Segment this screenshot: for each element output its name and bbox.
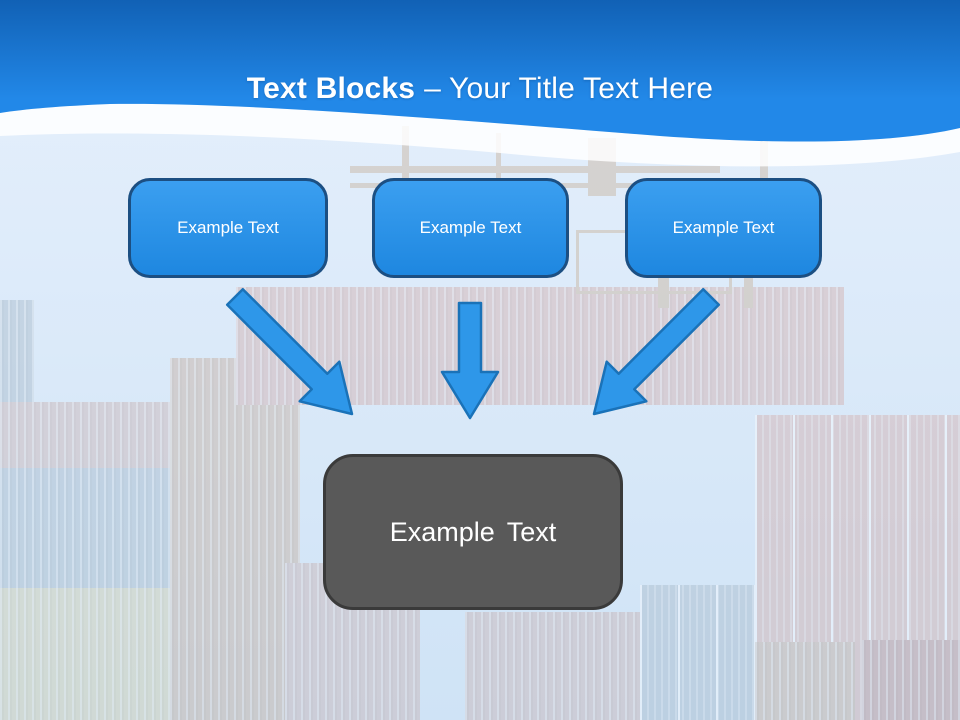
header-wave: [0, 0, 960, 167]
text-block-1[interactable]: Example Text: [128, 178, 328, 278]
container-stack: [755, 415, 960, 720]
slide-title-remainder: – Your Title Text Here: [424, 72, 714, 106]
result-block-label: Example Text: [389, 516, 557, 547]
container-stack: [0, 300, 34, 590]
text-block-3[interactable]: Example Text: [625, 178, 822, 278]
text-block-2[interactable]: Example Text: [372, 178, 569, 278]
result-block[interactable]: Example Text: [323, 454, 623, 610]
crane-beam: [350, 166, 720, 173]
container-stack: [862, 640, 960, 720]
slide-title-highlight: Text Blocks: [246, 72, 416, 106]
container-stack: [640, 585, 756, 720]
slide-title: Text Blocks– Your Title Text Here: [0, 72, 960, 106]
container-stack: [465, 612, 660, 720]
text-block-2-label: Example Text: [419, 218, 522, 237]
container-stack: [170, 358, 300, 720]
text-block-3-label: Example Text: [672, 218, 775, 237]
container-stack: [755, 642, 855, 720]
text-block-1-label: Example Text: [177, 218, 279, 237]
header-blue-shape: [0, 0, 960, 142]
container-stack: [0, 588, 175, 720]
header-white-swoosh: [0, 103, 960, 167]
container-stack: [0, 468, 170, 590]
